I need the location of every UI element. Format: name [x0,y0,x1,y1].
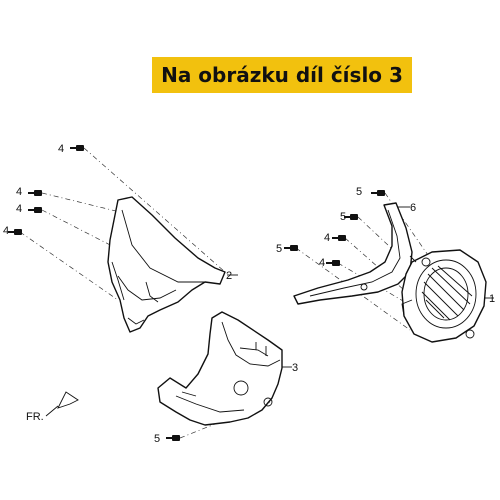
callout-4c: 4 [16,203,22,215]
callout-4e: 4 [324,232,330,244]
leader-lines [19,147,431,439]
callout-4f: 4 [319,257,325,269]
callout-2: 2 [226,270,232,282]
bolt-5b [344,214,358,220]
part-3-bracket [157,311,283,426]
front-direction-arrow [45,391,79,417]
bolt-4b [28,190,42,196]
callout-5d: 5 [154,433,160,445]
callout-6: 6 [410,202,416,214]
bolt-4c [28,207,42,213]
callout-3: 3 [292,362,298,374]
bolt-5c [284,245,298,251]
title-banner: Na obrázku díl číslo 3 [152,57,412,93]
bolt-4e [332,235,346,241]
bolt-4f [326,260,340,266]
bolt-4a [70,145,84,151]
part-6-brace [293,202,413,305]
banner-text: Na obrázku díl číslo 3 [161,63,403,87]
bolt-5d [166,435,180,441]
bolts [8,145,385,441]
front-marker-label: FR. [26,411,44,423]
part-1-fan-cover [401,249,487,343]
callout-5c: 5 [276,243,282,255]
callout-4a: 4 [58,143,64,155]
callout-1: 1 [489,293,495,305]
callout-ticks [227,206,494,368]
callout-4d: 4 [3,225,9,237]
part-2-shroud [107,196,226,333]
bolt-4d [8,229,22,235]
callout-5b: 5 [340,211,346,223]
bolt-5a [371,190,385,196]
callout-4b: 4 [16,186,22,198]
callout-5a: 5 [356,186,362,198]
